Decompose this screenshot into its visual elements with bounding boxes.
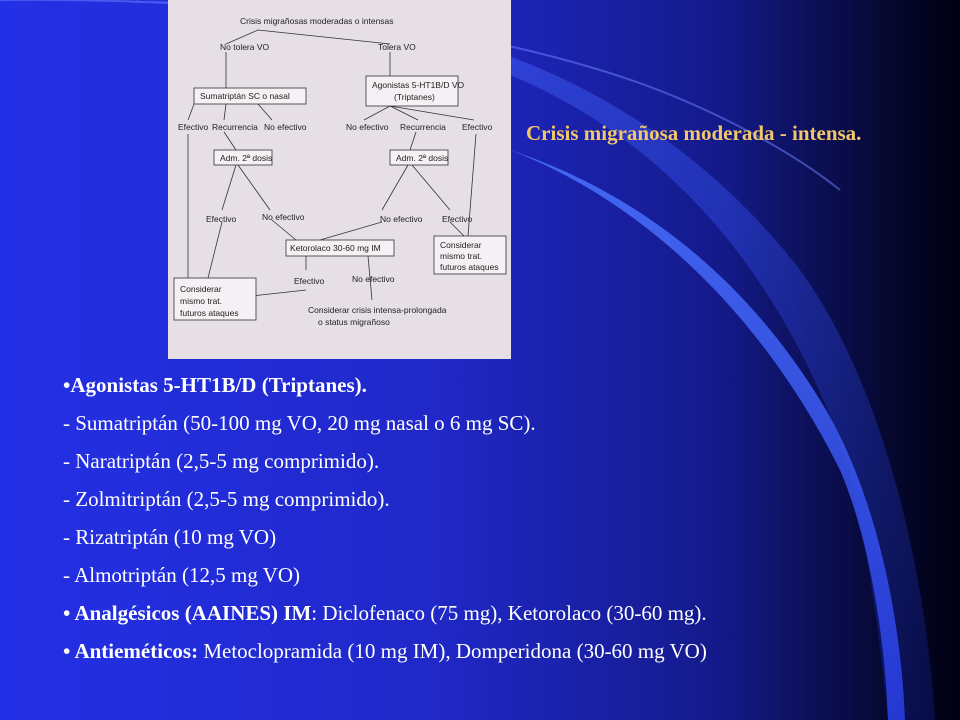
analgesicos-line: • Analgésicos (AAINES) IM: Diclofenaco (… [63,594,943,632]
rizatriptan-line: - Rizatriptán (10 mg VO) [63,525,277,549]
flow-adm-left: Adm. 2ª dosis [220,153,272,163]
flow-considerar-r3: futuros ataques [440,262,499,272]
flow-adm-right-efectivo: Efectivo [442,214,473,224]
flow-agonistas-1: Agonistas 5-HT1B/D VO [372,80,465,90]
flow-keto-efectivo: Efectivo [294,276,325,286]
box-ketorolaco [285,239,395,257]
flow-adm-right-noefectivo: No efectivo [380,214,423,224]
flow-considerar-l2: mismo trat. [180,296,222,306]
flow-keto-noefectivo: No efectivo [352,274,395,284]
swoosh-highlight [510,150,905,720]
box-considerar-left [173,277,257,321]
swoosh-band [0,0,935,720]
migraine-flowchart: Crisis migrañosas moderadas o intensas N… [173,16,507,327]
flow-agonistas-2: (Triptanes) [394,92,435,102]
flow-considerar-l1: Considerar [180,284,222,294]
flow-considerar-intensa-2: o status migrañoso [318,317,390,327]
box-adm-left [213,149,273,166]
flow-right-noefectivo: No efectivo [346,122,389,132]
naratriptan-line: - Naratriptán (2,5-5 mg comprimido). [63,449,380,473]
swoosh-top-arc [0,0,841,191]
flow-left-efectivo: Efectivo [178,122,209,132]
flowchart-connectors [187,29,477,301]
box-adm-right [389,149,449,166]
flow-right-efectivo: Efectivo [462,122,493,132]
antiemeticos-text: Metoclopramida (10 mg IM), Domperidona (… [198,639,707,663]
antiemeticos-line: • Antieméticos: Metoclopramida (10 mg IM… [63,632,943,670]
flow-left-recurrencia: Recurrencia [212,122,258,132]
flowchart-image: Crisis migrañosas moderadas o intensas N… [168,0,511,359]
flow-considerar-r1: Considerar [440,240,482,250]
flow-right-recurrencia: Recurrencia [400,122,446,132]
flow-adm-left-noefectivo: No efectivo [262,212,305,222]
flow-adm-left-efectivo: Efectivo [206,214,237,224]
almotriptan-line: - Almotriptán (12,5 mg VO) [63,563,301,587]
box-sumatriptan [193,87,307,105]
box-considerar-right [433,235,507,275]
box-agonistas [365,75,459,107]
flow-tolera: Tolera VO [378,42,416,52]
flow-adm-right: Adm. 2ª dosis [396,153,448,163]
analgesicos-label: • Analgésicos (AAINES) IM [63,601,312,625]
sumatriptan-line: - Sumatriptán (50-100 mg VO, 20 mg nasal… [63,411,536,435]
flow-left-noefectivo: No efectivo [264,122,307,132]
slide-title: Crisis migrañosa moderada - intensa. [526,121,862,145]
flow-no-tolera: No tolera VO [220,42,270,52]
agonistas-heading: •Agonistas 5-HT1B/D (Triptanes). [63,373,367,397]
zolmitriptan-line: - Zolmitriptán (2,5-5 mg comprimido). [63,487,390,511]
flow-sumatriptan: Sumatriptán SC o nasal [200,91,290,101]
antiemeticos-label: • Antieméticos: [63,639,199,663]
flow-considerar-r2: mismo trat. [440,251,482,261]
flow-ketorolaco: Ketorolaco 30-60 mg IM [290,243,381,253]
flow-top: Crisis migrañosas moderadas o intensas [240,16,394,26]
flow-considerar-l3: futuros ataques [180,308,239,318]
drug-list: •Agonistas 5-HT1B/D (Triptanes). - Sumat… [63,366,943,670]
analgesicos-text: : Diclofenaco (75 mg), Ketorolaco (30-60… [311,601,707,625]
flow-considerar-intensa-1: Considerar crisis intensa-prolongada [308,305,447,315]
